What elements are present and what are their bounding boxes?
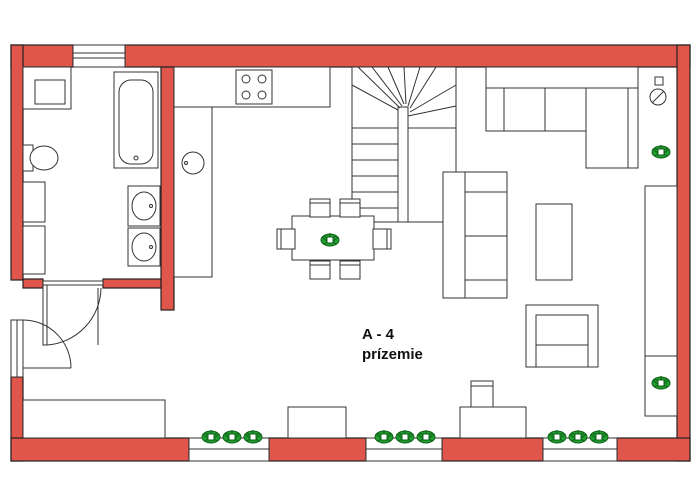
coffee-table (535, 203, 573, 281)
wall-bottom-2 (268, 437, 367, 462)
tv-stand (287, 406, 347, 439)
kitchen-counter-side (173, 106, 213, 278)
kitchen-sink (181, 151, 205, 175)
living-room (287, 66, 678, 439)
lamp-icon (649, 76, 667, 106)
wall-bath-bottom-left (22, 278, 44, 289)
toilet-icon (22, 144, 59, 172)
chair-icon (339, 260, 361, 280)
chair-icon (309, 198, 331, 218)
entry-cabinet (22, 399, 166, 439)
desk (459, 406, 527, 439)
door-swing-icon (22, 280, 104, 369)
armchair-icon (525, 304, 599, 368)
chair-icon (309, 260, 331, 280)
window-icon (10, 44, 126, 378)
bathtub-icon (113, 71, 159, 169)
stove-icon (235, 69, 273, 105)
sofa-icon (442, 171, 508, 299)
chair-icon (339, 198, 361, 218)
wall-bath-vertical (160, 66, 175, 311)
kitchen (173, 66, 331, 278)
wall-bath-bottom-right (102, 278, 162, 289)
bathroom (22, 66, 161, 275)
sink-icon (127, 185, 161, 267)
wall-top-right (124, 44, 691, 68)
plan-subtitle: prízemie (362, 346, 423, 363)
wall-right (676, 44, 691, 462)
plan-title: A - 4 (362, 326, 394, 343)
wall-bottom-3 (441, 437, 544, 462)
wall-bottom-1 (10, 437, 190, 462)
sofa-icon (485, 66, 639, 169)
plant-icon (651, 144, 671, 159)
wall-left-upper (10, 44, 24, 281)
wall-bottom-4 (616, 437, 691, 462)
staircase-icon (351, 66, 457, 223)
side-cabinet (644, 185, 678, 357)
